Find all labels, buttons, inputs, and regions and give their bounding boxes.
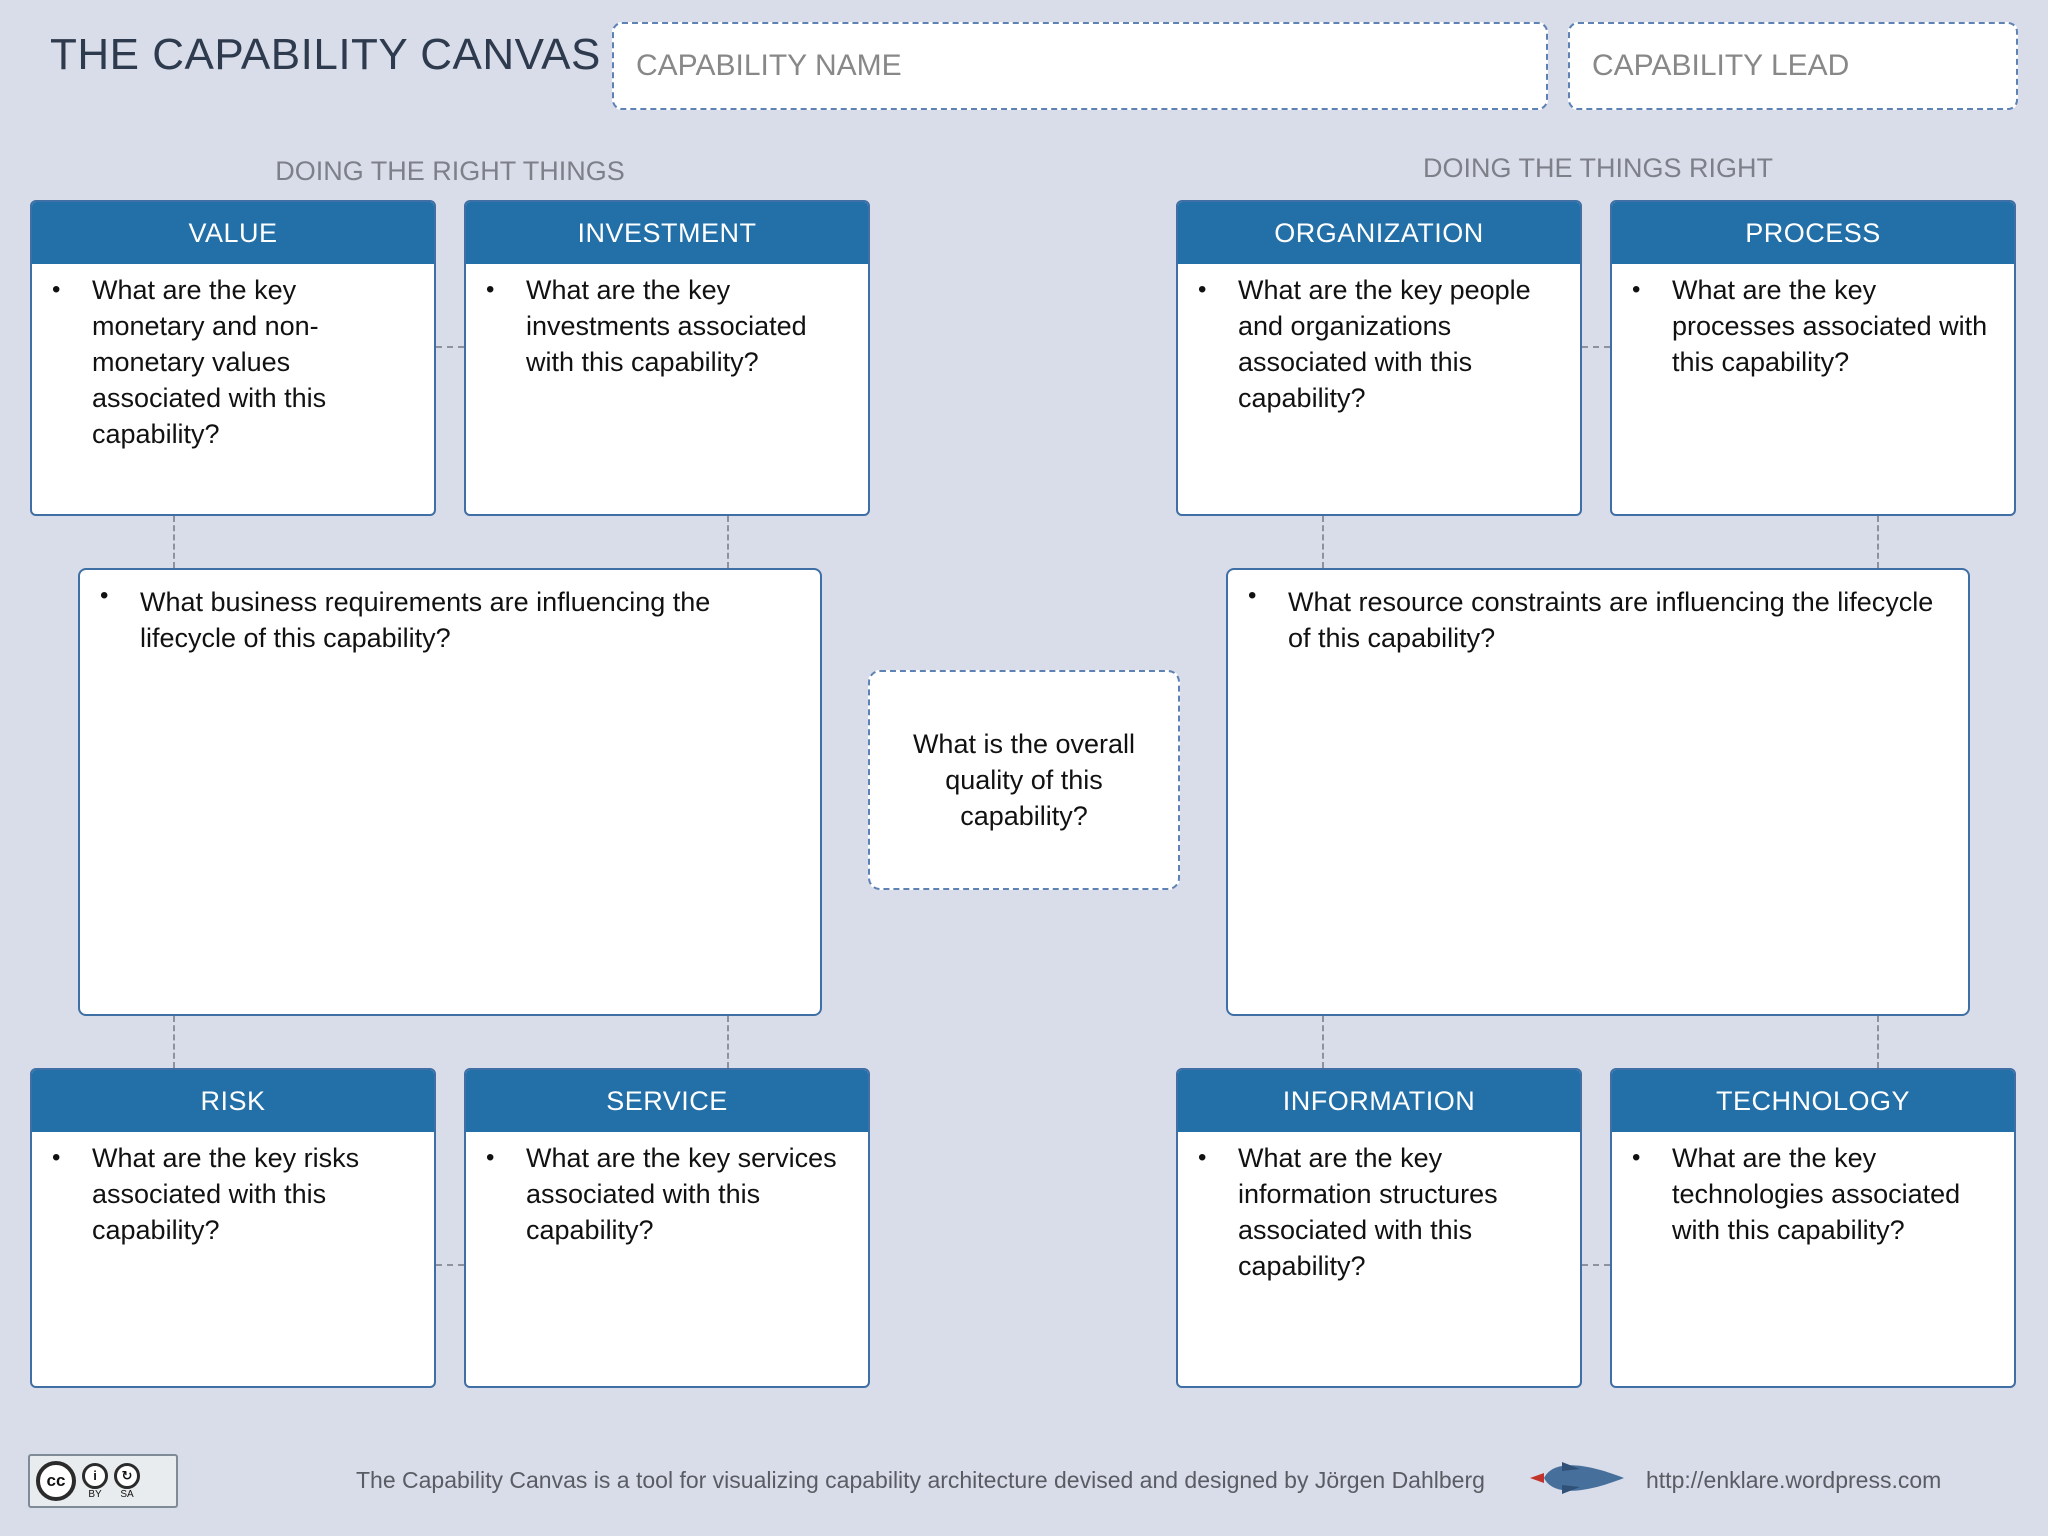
technology-card[interactable]: TECHNOLOGY What are the key technologies… — [1610, 1068, 2016, 1388]
business-requirements-question: What business requirements are influenci… — [80, 570, 820, 656]
connector-risk — [173, 1016, 175, 1068]
connector-investment — [727, 516, 729, 568]
risk-card[interactable]: RISK What are the key risks associated w… — [30, 1068, 436, 1388]
technology-question: What are the key technologies associated… — [1612, 1132, 2014, 1248]
page-title: THE CAPABILITY CANVAS — [50, 30, 601, 79]
organization-question: What are the key people and organization… — [1178, 264, 1580, 416]
service-card-title: SERVICE — [466, 1070, 868, 1132]
section-label-right-things: DOING THE RIGHT THINGS — [275, 156, 625, 186]
process-question: What are the key processes associated wi… — [1612, 264, 2014, 380]
value-question: What are the key monetary and non-moneta… — [32, 264, 434, 452]
capability-name-placeholder: CAPABILITY NAME — [636, 49, 902, 82]
share-alike-icon: ↻ — [114, 1462, 140, 1489]
resource-constraints-box[interactable]: What resource constraints are influencin… — [1226, 568, 1970, 1016]
quality-box[interactable]: What is the overall quality of this capa… — [868, 670, 1180, 890]
capability-lead-placeholder: CAPABILITY LEAD — [1592, 49, 1850, 82]
rocket-icon — [1530, 1462, 1624, 1494]
investment-card[interactable]: INVESTMENT What are the key investments … — [464, 200, 870, 516]
connector-value — [173, 516, 175, 568]
connector-organization — [1322, 516, 1324, 568]
attribution-icon: i — [82, 1462, 108, 1489]
resource-constraints-question: What resource constraints are influencin… — [1228, 570, 1968, 656]
connector-risk-service — [436, 1264, 464, 1266]
connector-technology — [1877, 1016, 1879, 1068]
organization-card-title: ORGANIZATION — [1178, 202, 1580, 264]
information-card-title: INFORMATION — [1178, 1070, 1580, 1132]
information-question: What are the key information structures … — [1178, 1132, 1580, 1284]
connector-value-investment — [436, 346, 464, 348]
process-card-title: PROCESS — [1612, 202, 2014, 264]
license-sa-label: SA — [120, 1488, 134, 1500]
connector-service — [727, 1016, 729, 1068]
capability-lead-field[interactable]: CAPABILITY LEAD — [1568, 22, 2018, 110]
connector-information-technology — [1582, 1264, 1610, 1266]
connector-organization-process — [1582, 346, 1610, 348]
section-label-things-right: DOING THE THINGS RIGHT — [1422, 153, 1774, 183]
business-requirements-box[interactable]: What business requirements are influenci… — [78, 568, 822, 1016]
license-by-label: BY — [88, 1488, 102, 1500]
connector-process — [1877, 516, 1879, 568]
information-card[interactable]: INFORMATION What are the key information… — [1176, 1068, 1582, 1388]
value-card-title: VALUE — [32, 202, 434, 264]
cc-icon: cc — [36, 1461, 76, 1501]
investment-card-title: INVESTMENT — [466, 202, 868, 264]
capability-name-field[interactable]: CAPABILITY NAME — [612, 22, 1548, 110]
quality-question: What is the overall quality of this capa… — [912, 729, 1136, 831]
investment-question: What are the key investments associated … — [466, 264, 868, 380]
service-question: What are the key services associated wit… — [466, 1132, 868, 1248]
technology-card-title: TECHNOLOGY — [1612, 1070, 2014, 1132]
connector-information — [1322, 1016, 1324, 1068]
value-card[interactable]: VALUE What are the key monetary and non-… — [30, 200, 436, 516]
footer-url-link[interactable]: http://enklare.wordpress.com — [1646, 1467, 1942, 1493]
risk-card-title: RISK — [32, 1070, 434, 1132]
process-card[interactable]: PROCESS What are the key processes assoc… — [1610, 200, 2016, 516]
organization-card[interactable]: ORGANIZATION What are the key people and… — [1176, 200, 1582, 516]
cc-license-badge[interactable]: cc i BY ↻ SA — [28, 1454, 178, 1508]
footer-credit: The Capability Canvas is a tool for visu… — [356, 1467, 1485, 1493]
service-card[interactable]: SERVICE What are the key services associ… — [464, 1068, 870, 1388]
risk-question: What are the key risks associated with t… — [32, 1132, 434, 1248]
